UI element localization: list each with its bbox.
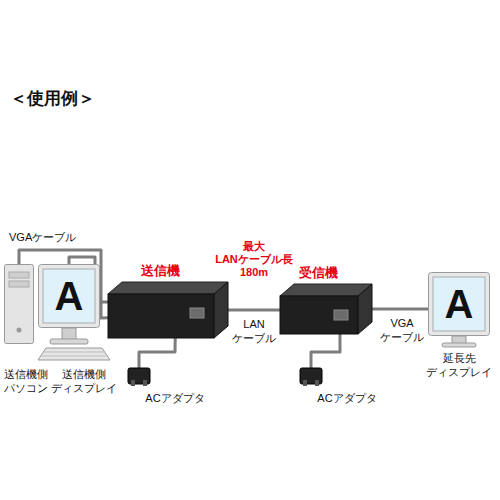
cable — [139, 338, 175, 368]
adapter-prong — [315, 380, 319, 386]
adapter-prong — [143, 380, 147, 386]
screen-letter: A — [428, 272, 490, 336]
node-label: ACアダプタ — [145, 392, 204, 406]
device-label: 受信機 — [299, 265, 338, 281]
monitor-screen — [43, 269, 95, 323]
cable — [311, 334, 340, 368]
sender-display: A送信機側 ディスプレイ — [38, 264, 100, 328]
node-label: 送信機側 パソコン — [4, 368, 48, 396]
node-label: 送信機側 ディスプレイ — [51, 368, 117, 396]
title-heading: ＜使用例＞ — [10, 88, 95, 109]
keyboard — [38, 348, 110, 360]
spec-label: 最大 LANケーブル長 180m — [215, 240, 293, 279]
cable — [228, 309, 280, 312]
box-top — [280, 284, 372, 296]
monitor-bezel — [429, 273, 490, 336]
node-label: ACアダプタ — [317, 392, 376, 406]
screen-letter: A — [38, 264, 100, 328]
monitor-screen — [433, 277, 485, 331]
box-side — [214, 282, 228, 338]
monitor-stand — [62, 328, 76, 340]
drive-bay — [9, 281, 29, 287]
cable — [372, 308, 428, 311]
cable-label: VGAケーブル — [8, 231, 77, 245]
keyboard-row — [44, 352, 104, 353]
adapter-prong — [131, 380, 135, 386]
keyboard-row — [42, 356, 106, 357]
cable-label: LAN ケーブル — [231, 318, 277, 346]
pc-tower: 送信機側 パソコン — [4, 264, 34, 344]
monitor-base — [442, 343, 476, 347]
box-front — [108, 294, 214, 338]
remote-display: A延長先 ディスプレイ — [428, 272, 490, 336]
port — [334, 310, 348, 320]
tower-outline — [4, 264, 34, 344]
box-outline — [280, 284, 372, 334]
box-top — [108, 282, 228, 294]
monitor-bezel — [39, 265, 100, 328]
ac-adapter: ACアダプタ — [300, 368, 322, 384]
adapter-outline — [128, 368, 150, 384]
box-outline — [108, 282, 228, 338]
box-front — [280, 296, 358, 334]
drive-bay — [9, 272, 29, 278]
box-side — [358, 284, 372, 334]
tower-case — [5, 265, 34, 344]
monitor-base — [50, 339, 88, 344]
ac-adapter: ACアダプタ — [128, 368, 150, 384]
port — [190, 308, 204, 318]
adapter-outline — [300, 368, 322, 384]
power-button — [17, 328, 22, 333]
node-label: 延長先 ディスプレイ — [426, 352, 492, 380]
cable-label: VGA ケーブル — [379, 317, 425, 345]
receiver-box: 受信機 — [280, 284, 372, 334]
adapter-prong — [303, 380, 307, 386]
device-label: 送信機 — [141, 263, 180, 279]
transmitter-box: 送信機 — [108, 282, 228, 338]
